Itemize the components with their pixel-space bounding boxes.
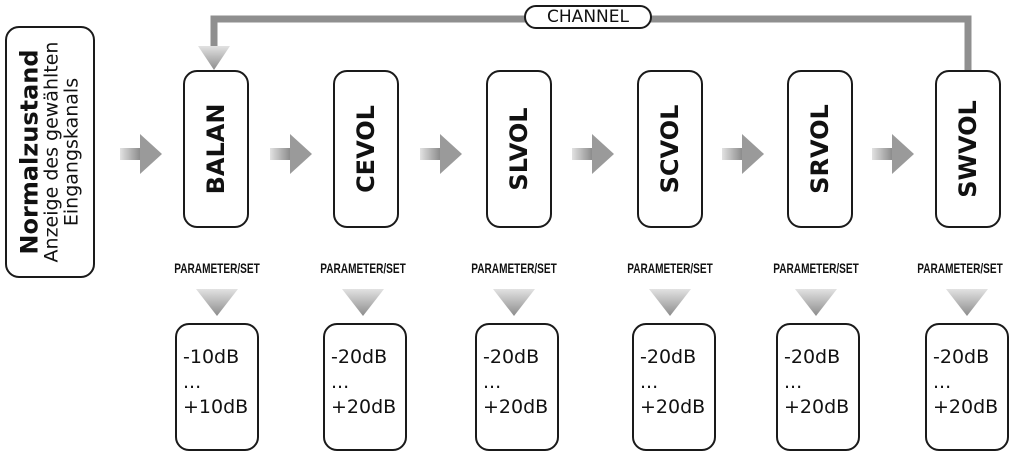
range-ellipsis: ... — [183, 371, 202, 393]
param-box-swvol: SWVOL — [935, 70, 1001, 228]
range-ellipsis: ... — [640, 371, 659, 393]
range-max: +20dB — [784, 396, 850, 418]
flow-arrow-1 — [270, 134, 312, 174]
param-label: SRVOL — [806, 104, 834, 194]
param-box-srvol: SRVOL — [787, 70, 853, 228]
param-label: SLVOL — [505, 107, 533, 191]
param-label: SCVOL — [656, 104, 684, 194]
flow-arrow-3 — [572, 134, 614, 174]
range-max: +20dB — [640, 396, 706, 418]
range-max: +20dB — [933, 396, 999, 418]
parameter-set-label: PARAMETER/SET — [773, 260, 859, 276]
param-label: BALAN — [202, 103, 230, 195]
channel-label: CHANNEL — [524, 5, 652, 29]
normal-state-line2: Eingangskanals — [60, 77, 83, 227]
down-arrow-4 — [795, 289, 837, 316]
range-min: -10dB — [183, 346, 240, 368]
range-box-srvol: -20dB ... +20dB — [776, 323, 860, 451]
flow-arrow-5 — [872, 134, 914, 174]
down-arrow-0 — [196, 289, 238, 316]
param-box-slvol: SLVOL — [486, 70, 552, 228]
down-arrow-3 — [649, 289, 691, 316]
down-arrow-5 — [946, 289, 988, 316]
range-min: -20dB — [331, 346, 388, 368]
range-max: +20dB — [483, 396, 549, 418]
param-box-cevol: CEVOL — [333, 70, 399, 228]
parameter-set-label: PARAMETER/SET — [471, 260, 557, 276]
range-min: -20dB — [933, 346, 990, 368]
parameter-set-label: PARAMETER/SET — [627, 260, 713, 276]
flow-arrow-2 — [420, 134, 462, 174]
range-ellipsis: ... — [331, 371, 350, 393]
range-box-swvol: -20dB ... +20dB — [925, 323, 1009, 451]
range-ellipsis: ... — [483, 371, 502, 393]
parameter-set-label: PARAMETER/SET — [174, 260, 260, 276]
normal-state-title: Normalzustand — [15, 49, 44, 255]
normal-state-box: Normalzustand Anzeige des gewählten Eing… — [5, 26, 95, 278]
range-box-slvol: -20dB ... +20dB — [475, 323, 559, 451]
normal-state-line1: Anzeige des gewählten — [40, 41, 63, 263]
param-label: CEVOL — [352, 105, 380, 193]
param-label: SWVOL — [954, 100, 982, 198]
down-arrow-2 — [493, 289, 535, 316]
channel-loop-arrowhead — [198, 46, 230, 70]
range-ellipsis: ... — [784, 371, 803, 393]
parameter-set-label: PARAMETER/SET — [917, 260, 1003, 276]
range-ellipsis: ... — [933, 371, 952, 393]
range-max: +10dB — [183, 396, 249, 418]
parameter-set-label: PARAMETER/SET — [320, 260, 406, 276]
range-min: -20dB — [640, 346, 697, 368]
flow-arrow-0 — [120, 134, 162, 174]
range-max: +20dB — [331, 396, 397, 418]
down-arrow-1 — [342, 289, 384, 316]
flow-arrow-4 — [722, 134, 764, 174]
range-min: -20dB — [483, 346, 540, 368]
range-box-cevol: -20dB ... +20dB — [323, 323, 407, 451]
range-box-scvol: -20dB ... +20dB — [632, 323, 716, 451]
range-box-balan: -10dB ... +10dB — [175, 323, 259, 451]
param-box-balan: BALAN — [183, 70, 249, 228]
param-box-scvol: SCVOL — [637, 70, 703, 228]
range-min: -20dB — [784, 346, 841, 368]
